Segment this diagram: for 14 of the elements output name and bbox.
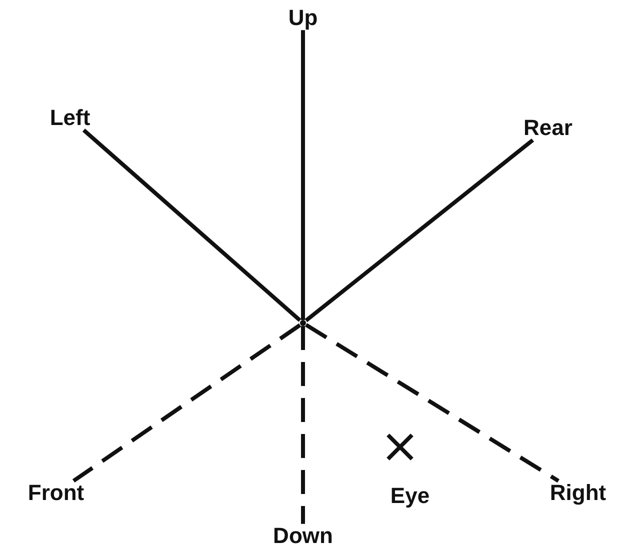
dashed-line <box>301 326 305 524</box>
direction-label: Left <box>50 106 90 130</box>
direction-label: Up <box>288 6 318 30</box>
solid-line <box>301 30 305 320</box>
dashed-line <box>304 323 560 483</box>
direction-label: Eye <box>390 484 430 508</box>
solid-line <box>82 128 302 322</box>
direction-label: Right <box>550 480 606 506</box>
dashed-line <box>72 323 302 483</box>
direction-label: Down <box>273 524 333 548</box>
junction-point <box>300 320 306 326</box>
solid-line <box>304 138 534 322</box>
direction-label: Rear <box>524 116 572 140</box>
direction-label: Front <box>28 480 84 506</box>
